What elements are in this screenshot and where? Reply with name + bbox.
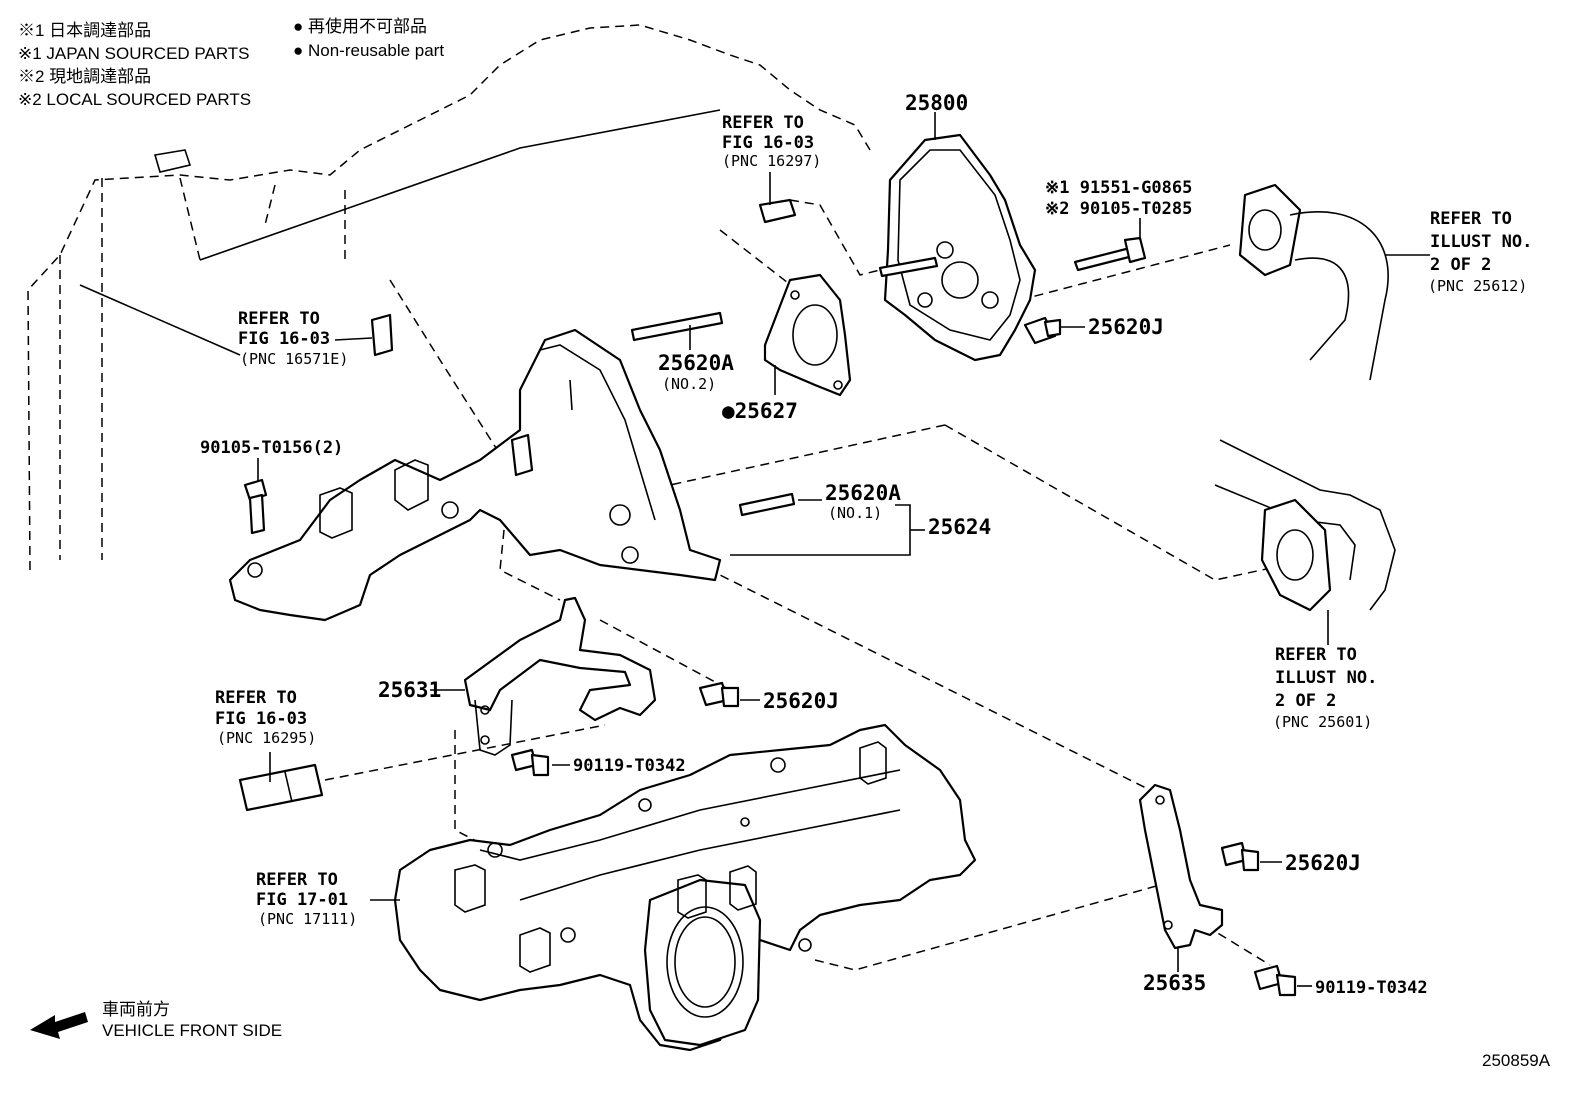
- ref-illust-top-line3: 2 OF 2: [1430, 255, 1491, 275]
- label-90119-t0342-mid: 90119-T0342: [573, 756, 686, 776]
- bolt-25620j-mid: [698, 681, 760, 708]
- reference-labels: REFER TO FIG 16-03 (PNC 16297) REFER TO …: [215, 113, 1532, 928]
- ref-mid-line2: FIG 16-03: [215, 709, 307, 729]
- engine-outline: [27, 24, 871, 571]
- label-25627: ●25627: [722, 399, 798, 423]
- label-25620a-no2: 25620A: [658, 351, 734, 375]
- ref-top-line2: FIG 16-03: [722, 133, 814, 153]
- label-25620j-low: 25620J: [1285, 851, 1361, 875]
- pipe-stub-left: [370, 313, 394, 357]
- water-inlet-housing: [228, 328, 722, 622]
- ref-illust-top-line1: REFER TO: [1430, 209, 1512, 229]
- ref-left-line2: FIG 16-03: [238, 329, 330, 349]
- label-25631: 25631: [378, 678, 441, 702]
- bolt-90119-mid: [510, 748, 570, 777]
- ref-illust-bottom-line1: REFER TO: [1275, 645, 1357, 665]
- label-90119-t0342-low: 90119-T0342: [1315, 978, 1428, 998]
- ref-illust-bottom-line2: ILLUST NO.: [1275, 668, 1377, 688]
- legend-local-en: ※2 LOCAL SOURCED PARTS: [18, 90, 251, 109]
- ref-illust-bottom-line3: 2 OF 2: [1275, 691, 1336, 711]
- ref-illust-bottom-line4: (PNC 25601): [1273, 713, 1372, 731]
- stud-25620a-no2: [630, 311, 724, 350]
- bolt-25620j-top: [1023, 316, 1085, 345]
- legend-japan-en: ※1 JAPAN SOURCED PARTS: [18, 44, 250, 63]
- bolt-25620j-low: [1220, 841, 1282, 872]
- ref-fig1701-line2: FIG 17-01: [256, 890, 348, 910]
- label-25635: 25635: [1143, 971, 1206, 995]
- label-25624: 25624: [928, 515, 991, 539]
- bolt-90105-t0156: [243, 458, 268, 535]
- label-25620j-top: 25620J: [1088, 315, 1164, 339]
- ref-top-line3: (PNC 16297): [722, 152, 821, 170]
- water-pump-25800: [878, 112, 1037, 362]
- legend-nonreusable-en: ● Non-reusable part: [293, 41, 444, 60]
- stud-25620a-no1: [738, 492, 822, 517]
- label-90105-t0285: ※2 90105-T0285: [1045, 199, 1192, 219]
- pipe-upper-right: [1238, 183, 1430, 381]
- ref-fig1701-line3: (PNC 17111): [258, 910, 357, 928]
- pipe-lower-right: [1214, 439, 1396, 645]
- label-25620a-no2-sub: (NO.2): [662, 375, 716, 393]
- bolt-90119-low: [1253, 964, 1312, 997]
- ref-top-line1: REFER TO: [722, 113, 804, 133]
- direction-jp: 車両前方: [102, 1000, 170, 1019]
- legend-japan-jp: ※1 日本調達部品: [18, 21, 151, 40]
- intake-manifold: [370, 723, 977, 1052]
- legend: ※1 日本調達部品 ※1 JAPAN SOURCED PARTS ※2 現地調達…: [18, 16, 444, 109]
- bolt-91551: [1073, 218, 1147, 272]
- ref-illust-top-line4: (PNC 25612): [1428, 277, 1527, 295]
- ref-left-leader: [334, 337, 373, 341]
- ref-left-line1: REFER TO: [238, 309, 320, 329]
- label-25800: 25800: [905, 91, 968, 115]
- ref-mid-line3: (PNC 16295): [217, 729, 316, 747]
- bypass-pipe-25631: [430, 596, 657, 756]
- label-25620a-no1-sub: (NO.1): [828, 504, 882, 522]
- label-91551-g0865: ※1 91551-G0865: [1045, 178, 1192, 198]
- gasket-25627: [763, 273, 852, 397]
- label-25620a-no1: 25620A: [825, 481, 901, 505]
- front-arrow-icon: [30, 1012, 88, 1039]
- diagram-code: 250859A: [1482, 1051, 1551, 1070]
- pipe-stub-top: [758, 172, 797, 224]
- pipe-stub-mid: [238, 752, 324, 812]
- label-90105-t0156: 90105-T0156(2): [200, 438, 343, 458]
- ref-fig1701-line1: REFER TO: [256, 870, 338, 890]
- ref-illust-top-line2: ILLUST NO.: [1430, 232, 1532, 252]
- direction-en: VEHICLE FRONT SIDE: [102, 1021, 282, 1040]
- footer: 車両前方 VEHICLE FRONT SIDE 250859A: [30, 1000, 1551, 1070]
- legend-nonreusable-jp: ● 再使用不可部品: [293, 16, 427, 36]
- ref-left-line3: (PNC 16571E): [240, 350, 348, 368]
- ref-mid-line1: REFER TO: [215, 688, 297, 708]
- bracket-25635: [1138, 783, 1224, 972]
- part-labels: 25800 ※1 91551-G0865 ※2 90105-T0285 2562…: [200, 91, 1428, 998]
- label-25620j-mid: 25620J: [763, 689, 839, 713]
- legend-local-jp: ※2 現地調達部品: [18, 67, 151, 86]
